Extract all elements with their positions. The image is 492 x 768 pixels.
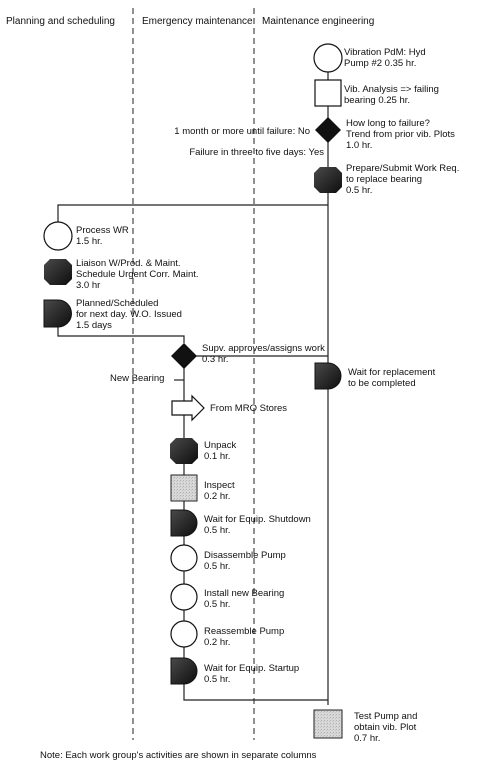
yes-branch-label: Failure in three to five days: Yes: [189, 147, 324, 158]
wait-startup-delay: [170, 657, 198, 685]
step-prepare-wr-label: Prepare/Submit Work Req. to replace bear…: [346, 163, 460, 196]
liaison-octagon: [44, 259, 72, 285]
process-wr-circle: [43, 221, 73, 251]
step-planned-label: Planned/Scheduled for next day. W.O. Iss…: [76, 298, 182, 331]
step-unpack-label: Unpack 0.1 hr.: [204, 440, 237, 462]
step-test-pump-label: Test Pump and obtain vib. Plot 0.7 hr.: [354, 711, 418, 744]
new-bearing-label: New Bearing: [110, 373, 165, 384]
wait-shutdown-delay: [170, 509, 198, 537]
disassemble-circle: [170, 544, 198, 572]
from-mro-label: From MRO Stores: [210, 403, 288, 414]
step-wait-replacement-label: Wait for replacement to be completed: [348, 367, 436, 389]
step-how-long-label: How long to failure? Trend from prior vi…: [346, 118, 455, 151]
how-long-decision-diamond: [315, 117, 341, 143]
planned-delay: [43, 299, 72, 328]
step-wait-startup-label: Wait for Equip. Startup 0.5 hr.: [204, 663, 300, 685]
inspect-box: [170, 474, 198, 502]
step-supv-label: Supv. approves/assigns work 0.3 hr.: [202, 343, 325, 365]
step-inspect-label: Inspect 0.2 hr.: [204, 480, 235, 502]
install-circle: [170, 583, 198, 611]
step-disassemble-label: Disassemble Pump 0.5 hr.: [204, 550, 286, 572]
vibration-pdm-circle: [313, 43, 343, 73]
step-install-label: Install new Bearing 0.5 hr.: [204, 588, 285, 610]
prepare-wr-octagon: [314, 167, 342, 193]
column-header-planning: Planning and scheduling: [6, 16, 115, 27]
unpack-octagon: [170, 438, 198, 464]
step-vib-analysis-label: Vib. Analysis => failing bearing 0.25 hr…: [344, 84, 439, 106]
column-header-engineering: Maintenance engineering: [262, 16, 375, 27]
step-reassemble-label: Reassemble Pump 0.2 hr.: [204, 626, 285, 648]
vib-analysis-box: [314, 79, 342, 107]
wait-replacement-delay: [314, 362, 342, 390]
footnote: Note: Each work group's activities are s…: [40, 750, 317, 761]
supv-decision-diamond: [171, 343, 197, 369]
no-branch-label: 1 month or more until failure: No: [174, 126, 310, 137]
column-dividers: [132, 8, 255, 740]
step-process-wr-label: Process WR 1.5 hr.: [76, 225, 129, 247]
reassemble-circle: [170, 620, 198, 648]
step-liaison-label: Liaison W/Prod. & Maint. Schedule Urgent…: [76, 258, 199, 291]
test-pump-box: [313, 709, 343, 739]
step-vibration-label: Vibration PdM: Hyd Pump #2 0.35 hr.: [344, 47, 426, 69]
column-header-emergency: Emergency maintenance: [142, 16, 253, 27]
step-wait-shutdown-label: Wait for Equip. Shutdown 0.5 hr.: [204, 514, 311, 536]
from-mro-arrow: [171, 394, 205, 422]
